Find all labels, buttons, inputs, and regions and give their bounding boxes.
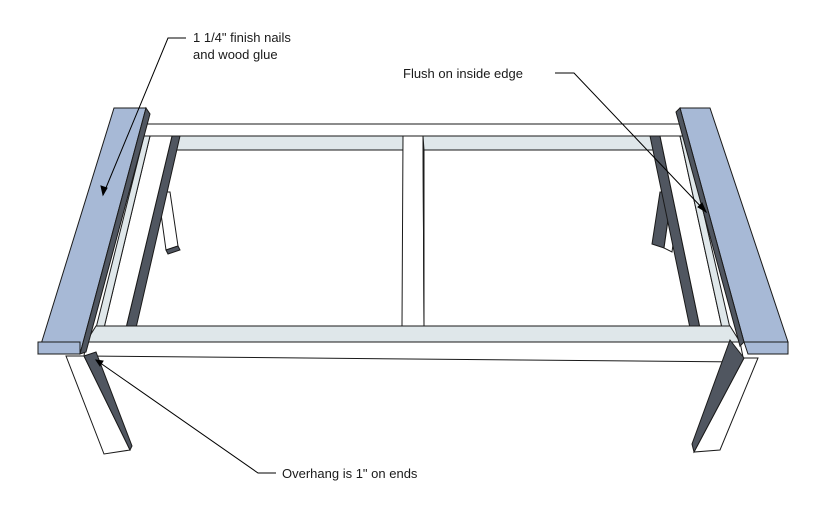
overhang-callout: Overhang is 1" on ends (282, 466, 418, 481)
nails-callout-line2: and wood glue (193, 47, 278, 62)
flush-callout: Flush on inside edge (403, 66, 523, 81)
front-left-leg (65, 351, 133, 455)
flush-leader-line (555, 72, 707, 213)
front-apron (83, 325, 745, 363)
center-stretcher (401, 135, 425, 327)
right-inner-rail (649, 135, 731, 329)
left-end-board (37, 106, 151, 355)
nails-callout-line1: 1 1/4" finish nails (193, 30, 291, 45)
left-inner-rail (95, 135, 181, 329)
annotation-leaders (94, 37, 708, 474)
front-right-leg (691, 338, 759, 454)
overhang-arrowhead (94, 359, 104, 367)
nails-arrowhead (100, 185, 108, 197)
nails-leader-line (102, 37, 186, 196)
right-end-board (675, 107, 789, 355)
flush-arrowhead (697, 202, 708, 214)
overhang-leader-line (95, 359, 276, 474)
